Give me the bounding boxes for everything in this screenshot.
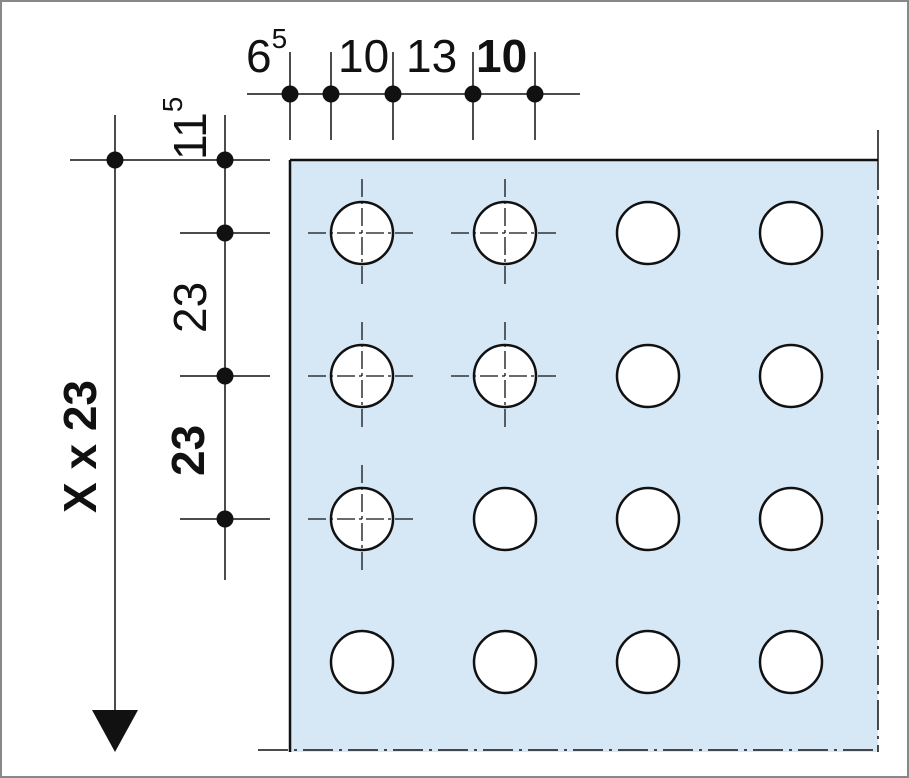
dimension-dot bbox=[526, 85, 544, 103]
dimension-dot bbox=[216, 510, 234, 528]
top-dimension-chain: 65 10 13 10 bbox=[246, 23, 580, 140]
hole bbox=[329, 629, 395, 695]
side-dim-edge-offset-sup: 5 bbox=[157, 97, 188, 113]
hole-grid bbox=[308, 179, 824, 695]
dimension-dot bbox=[216, 367, 234, 385]
top-dim-web-width: 13 bbox=[406, 30, 457, 82]
hole bbox=[758, 629, 824, 695]
hole bbox=[615, 486, 681, 552]
hole bbox=[472, 486, 538, 552]
top-dim-hole-diameter: 10 bbox=[338, 30, 389, 82]
top-dim-hole-diameter-bold: 10 bbox=[476, 30, 527, 82]
hole bbox=[615, 343, 681, 409]
dimension-dot bbox=[322, 85, 340, 103]
hole bbox=[472, 629, 538, 695]
dimension-dot bbox=[281, 85, 299, 103]
hole bbox=[758, 486, 824, 552]
side-dim-edge-offset-main: 11 bbox=[164, 112, 216, 160]
dimension-dot bbox=[384, 85, 402, 103]
hole bbox=[758, 200, 824, 266]
side-dim-pitch-bold: 23 bbox=[162, 425, 214, 476]
hole bbox=[615, 200, 681, 266]
hole bbox=[615, 629, 681, 695]
top-dim-edge-offset: 65 bbox=[246, 23, 287, 82]
side-dim-pitch: 23 bbox=[164, 282, 216, 333]
dimension-dot bbox=[464, 85, 482, 103]
side-dim-total: X x 23 bbox=[54, 380, 106, 513]
dimension-dot bbox=[216, 224, 234, 242]
side-dimension-chain: 115 23 23 X x 23 bbox=[54, 97, 270, 752]
dimension-dot bbox=[216, 151, 234, 169]
top-dim-edge-offset-main: 6 bbox=[246, 30, 272, 82]
hole bbox=[758, 343, 824, 409]
top-dim-edge-offset-sup: 5 bbox=[272, 23, 288, 54]
total-length-arrowhead bbox=[92, 710, 138, 752]
side-dim-edge-offset: 115 bbox=[157, 97, 216, 160]
